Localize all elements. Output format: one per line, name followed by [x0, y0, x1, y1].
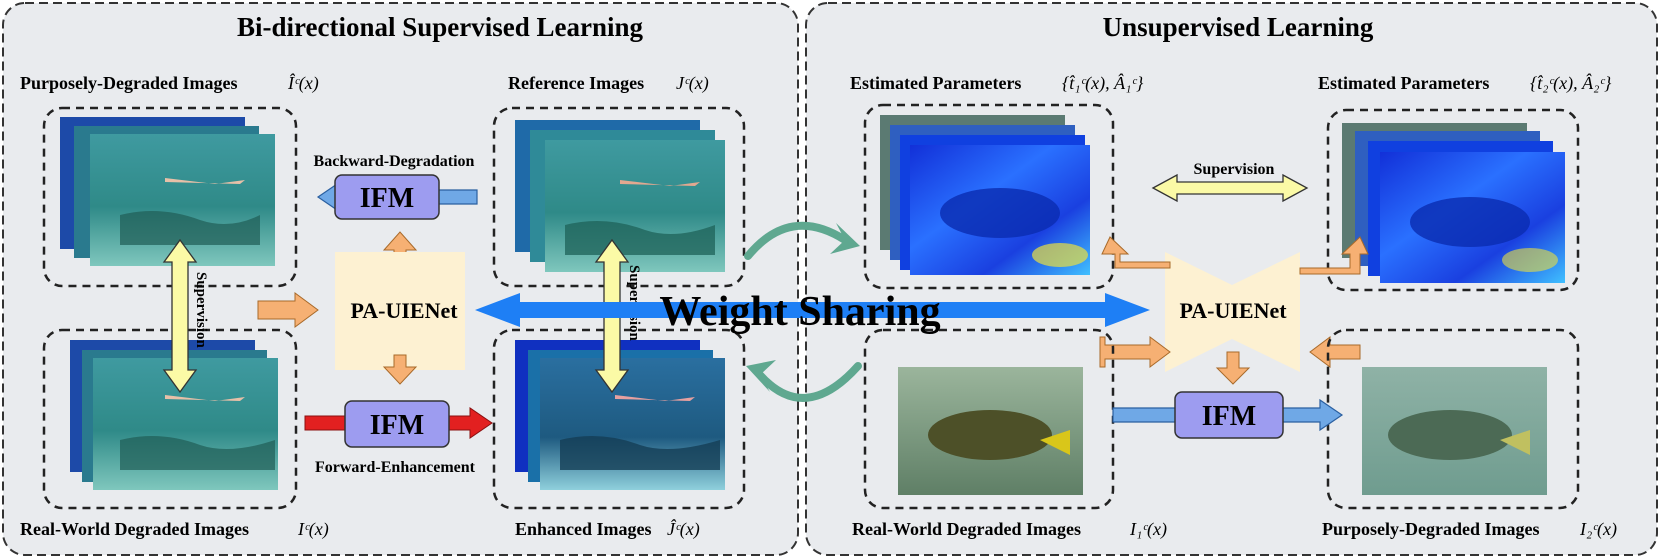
weight-sharing-label: Weight Sharing	[659, 289, 940, 335]
backward-degradation-label: Backward-Degradation	[314, 153, 475, 170]
arrow-into-network-left	[257, 292, 319, 328]
real-world-right-caption: Real-World Degraded Images	[852, 519, 1081, 539]
forward-enhancement-label: Forward-Enhancement	[315, 459, 476, 476]
arrow-net-to-ifm-bottom	[382, 354, 418, 385]
enhanced-caption: Enhanced Images	[515, 519, 652, 539]
ifm-block-bottom	[344, 400, 450, 448]
ifm-label-top: IFM	[360, 183, 414, 214]
ifm-block-right	[1174, 391, 1284, 439]
purposely-degraded-caption: Purposely-Degraded Images	[20, 73, 237, 93]
real-world-right-math: I₁ᶜ(x)	[1129, 519, 1167, 540]
image-stack-purposely-degraded	[60, 117, 275, 266]
ifm-label-bottom: IFM	[370, 410, 424, 441]
purposely-degraded-math: Îᶜ(x)	[287, 72, 319, 94]
params2-math: {t̂₂ᶜ(x), Â₂ᶜ}	[1530, 72, 1612, 94]
supervision-arrow-horizontal	[1151, 173, 1309, 203]
purposely-degraded-right-caption: Purposely-Degraded Images	[1322, 519, 1539, 539]
image-box-purposely-degraded	[42, 106, 298, 288]
purposely-degraded-right-math: I₂ᶜ(x)	[1579, 519, 1617, 540]
network-right	[1165, 252, 1300, 372]
network-right-label: PA-UIENet	[1179, 298, 1287, 323]
image-box-enhanced	[492, 328, 746, 510]
image-box-params1	[863, 103, 1115, 290]
params2-caption: Estimated Parameters	[1318, 73, 1489, 93]
arrow-degraded-into-network	[1309, 336, 1361, 368]
arrow-net-to-params1	[1101, 236, 1171, 269]
arrow-net-to-ifm-right	[1215, 351, 1251, 385]
image-real-world-right	[898, 367, 1083, 495]
left-panel-title: Bi-directional Supervised Learning	[237, 12, 644, 42]
right-panel-title: Unsupervised Learning	[1103, 12, 1374, 42]
image-stack-params1	[880, 115, 1090, 275]
image-box-real-world	[42, 328, 298, 510]
real-world-math: Iᶜ(x)	[297, 519, 329, 540]
image-box-params2	[1326, 108, 1580, 292]
network-left-label: PA-UIENet	[350, 298, 458, 323]
ifm-label-right: IFM	[1202, 401, 1256, 432]
enhanced-math: Ĵᶜ(x)	[667, 518, 700, 540]
params1-math: {t̂₁ᶜ(x), Â₁ᶜ}	[1062, 72, 1144, 94]
teal-curve-bottom	[756, 362, 862, 402]
image-stack-reference	[515, 120, 725, 272]
ifm-block-top	[334, 174, 440, 220]
arrow-real-into-network	[1099, 336, 1171, 368]
params1-caption: Estimated Parameters	[850, 73, 1021, 93]
image-stack-params2	[1342, 123, 1565, 283]
teal-curve-top	[744, 221, 849, 260]
image-box-purposely-degraded-right	[1326, 328, 1580, 510]
reference-math: Jᶜ(x)	[676, 73, 709, 94]
supervision-arrow-left	[162, 238, 198, 394]
supervision-label-right-panel: Supervision	[1194, 161, 1275, 178]
image-purposely-degraded-right	[1362, 367, 1547, 495]
supervision-label-left: Supervision	[193, 272, 209, 349]
real-world-caption: Real-World Degraded Images	[20, 519, 249, 539]
weight-sharing-arrow	[475, 293, 1150, 327]
reference-caption: Reference Images	[508, 73, 644, 93]
arrow-net-to-params2	[1299, 236, 1369, 275]
